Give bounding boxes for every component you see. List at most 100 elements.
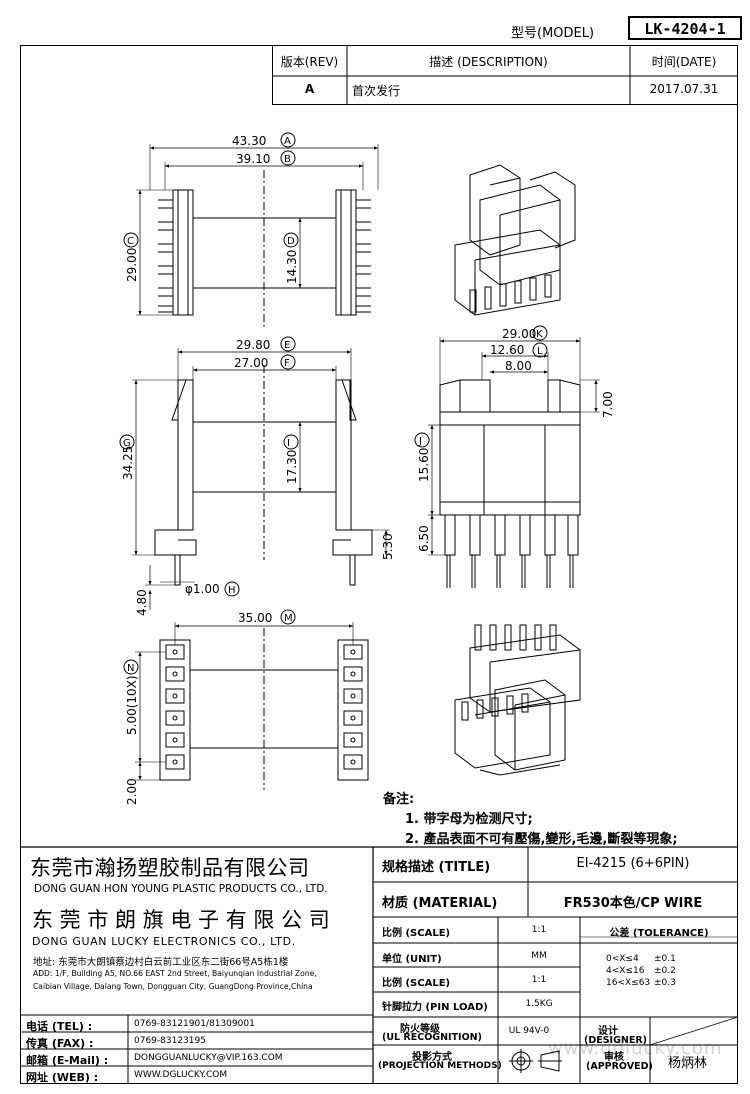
marker-h: H bbox=[228, 585, 236, 596]
model-label: 型号(MODEL) bbox=[511, 26, 595, 41]
bottom-view-pads-right bbox=[343, 644, 363, 770]
dim-pin-standoff: 5.30 bbox=[381, 533, 395, 560]
marker-k: K bbox=[536, 329, 543, 340]
notes-title: 备注: bbox=[383, 792, 415, 807]
tol-value-3: ±0.3 bbox=[654, 978, 676, 988]
projection-symbol-icon bbox=[509, 1049, 562, 1073]
marker-l: L bbox=[537, 346, 543, 357]
description-value: 首次发行 bbox=[352, 84, 401, 98]
proj-label-2: (PROJECTION METHODS) bbox=[378, 1061, 502, 1071]
bottom-view-labels: 35.00 M 5.00(10X) N 2.00 bbox=[123, 609, 296, 805]
company-name-2-en: DONG GUAN LUCKY ELECTRONICS CO., LTD. bbox=[32, 935, 296, 948]
email-label: 邮箱 (E-Mail) : bbox=[26, 1054, 109, 1067]
side-view-labels: 29.00 K 12.60 L 8.00 7.00 15.60 J 6.50 bbox=[414, 325, 615, 552]
dim-pin-length: 4.80 bbox=[135, 589, 149, 616]
fire-value: UL 94V-0 bbox=[508, 1026, 550, 1036]
scale-label: 比例 (SCALE) bbox=[382, 928, 451, 939]
marker-a: A bbox=[284, 136, 291, 147]
approved-label-2: (APPROVED) bbox=[586, 1061, 653, 1072]
material-value: FR530本色/CP WIRE bbox=[563, 896, 703, 911]
front-view bbox=[132, 348, 390, 610]
title-label: 规格描述 (TITLE) bbox=[382, 860, 491, 875]
iso-view-top bbox=[454, 164, 576, 316]
dim-front-height: 34.25 bbox=[121, 446, 135, 480]
dim-core-height: 17.30 bbox=[285, 450, 299, 484]
scale2-value: 1:1 bbox=[531, 975, 547, 985]
web-label: 网址 (WEB) : bbox=[26, 1071, 99, 1084]
proj-label-1: 投影方式 bbox=[412, 1052, 452, 1063]
email-value: DONGGUANLUCKY@VIP.163.COM bbox=[134, 1053, 283, 1063]
unit-label: 单位 (UNIT) bbox=[382, 954, 442, 965]
top-view bbox=[136, 144, 379, 330]
note-1: 1. 带字母为检测尺寸; bbox=[405, 812, 533, 827]
tol-range-1: 0<X≤4 bbox=[606, 954, 639, 964]
dim-side-inner-width: 12.60 bbox=[490, 343, 524, 357]
dim-body-height: 15.60 bbox=[417, 448, 431, 482]
dim-offset: 2.00 bbox=[125, 778, 139, 805]
dim-inner-height: 14.30 bbox=[285, 250, 299, 284]
tolerance-label: 公差 (TOLERANCE) bbox=[609, 928, 709, 939]
company-address-en-2: Caibian Village, Dalang Town, Dongguan C… bbox=[33, 982, 313, 991]
iso-top-pins bbox=[469, 274, 552, 313]
fire-label-1: 防火等级 bbox=[400, 1024, 440, 1035]
pin-load-value: 1.5KG bbox=[525, 999, 553, 1009]
designer-label-2: (DESIGNER) bbox=[584, 1035, 647, 1046]
tel-label: 电话 (TEL) : bbox=[26, 1020, 93, 1033]
marker-b: B bbox=[284, 154, 291, 165]
fire-label-2: (UL RECOGNITION) bbox=[382, 1032, 482, 1043]
dim-top-height: 7.00 bbox=[601, 391, 615, 418]
model-value-box: LK-4204-1 bbox=[628, 16, 742, 40]
company-name-2-cn: 东 莞 市 朗 旗 电 子 有 限 公 司 bbox=[32, 908, 330, 932]
dim-pitch: 5.00(10X) bbox=[125, 675, 139, 735]
web-value: WWW.DGLUCKY.COM bbox=[134, 1070, 228, 1080]
marker-j: J bbox=[418, 436, 422, 447]
scale2-label: 比例 (SCALE) bbox=[382, 978, 451, 989]
dim-side-width: 29.00 bbox=[502, 327, 536, 341]
dim-front-width: 29.80 bbox=[236, 338, 270, 352]
iso-view-bottom bbox=[454, 624, 581, 776]
pin-load-label: 针脚拉力 (PIN LOAD) bbox=[382, 1002, 488, 1013]
unit-value: MM bbox=[531, 951, 547, 961]
dim-pin-height: 6.50 bbox=[417, 525, 431, 552]
bottom-view-pads-left bbox=[165, 644, 185, 770]
model-value: LK-4204-1 bbox=[644, 20, 726, 38]
title-block-grid bbox=[20, 847, 738, 1084]
tol-value-1: ±0.1 bbox=[654, 954, 676, 964]
dim-front-inner-width: 27.00 bbox=[234, 356, 268, 370]
approved-label-1: 审核 bbox=[604, 1052, 624, 1063]
revision-table: 版本(REV) 描述 (DESCRIPTION) 时间(DATE) A 首次发行… bbox=[272, 45, 738, 105]
front-view-labels: 29.80 E 27.00 F 34.25 G 17.30 I 5.30 4.8… bbox=[119, 336, 395, 616]
date-header: 时间(DATE) bbox=[651, 55, 717, 69]
scale-value: 1:1 bbox=[531, 925, 547, 935]
marker-d: D bbox=[287, 236, 295, 247]
company-address-cn: 地址: 东莞市大朗镇蔡边村白云前工业区东二街66号A5栋1楼 bbox=[33, 957, 289, 968]
description-header: 描述 (DESCRIPTION) bbox=[429, 55, 548, 69]
top-view-pins-right bbox=[356, 199, 371, 313]
tol-range-2: 4<X≤16 bbox=[606, 966, 645, 976]
watermark: www.dglucky.com bbox=[548, 1038, 723, 1059]
dim-slot-width: 8.00 bbox=[505, 359, 532, 373]
dim-pin-diameter: φ1.00 bbox=[185, 582, 220, 596]
title-value: EI-4215 (6+6PIN) bbox=[576, 856, 690, 871]
top-view-labels: 43.30 A 39.10 B 29.00 C 14.30 D bbox=[123, 132, 299, 284]
designer-label-1: 设计 bbox=[598, 1026, 618, 1037]
side-view bbox=[428, 337, 600, 588]
rev-value: A bbox=[304, 82, 315, 96]
tel-value: 0769-83121901/81309001 bbox=[134, 1019, 255, 1029]
company-name-1-en: DONG GUAN HON YOUNG PLASTIC PRODUCTS CO.… bbox=[34, 883, 328, 895]
iso-bottom-pins-top bbox=[474, 624, 557, 651]
marker-m: M bbox=[284, 613, 293, 624]
marker-n: N bbox=[127, 663, 134, 674]
top-view-pins-left bbox=[158, 199, 173, 313]
tol-range-3: 16<X≤63 bbox=[606, 978, 651, 988]
marker-e: E bbox=[284, 340, 290, 351]
marker-f: F bbox=[284, 358, 290, 369]
fax-value: 0769-83123195 bbox=[134, 1036, 206, 1046]
company-address-en-1: ADD: 1/F, Building A5, NO.66 EAST 2nd St… bbox=[33, 969, 317, 978]
marker-i: I bbox=[287, 438, 290, 449]
tol-value-2: ±0.2 bbox=[654, 966, 676, 976]
company-name-1-cn: 东莞市瀚扬塑胶制品有限公司 bbox=[30, 856, 310, 880]
dim-height: 29.00 bbox=[125, 248, 139, 282]
note-2: 2. 產品表面不可有壓傷,變形,毛邊,斷裂等現象; bbox=[405, 832, 678, 847]
side-view-pins bbox=[444, 514, 579, 588]
